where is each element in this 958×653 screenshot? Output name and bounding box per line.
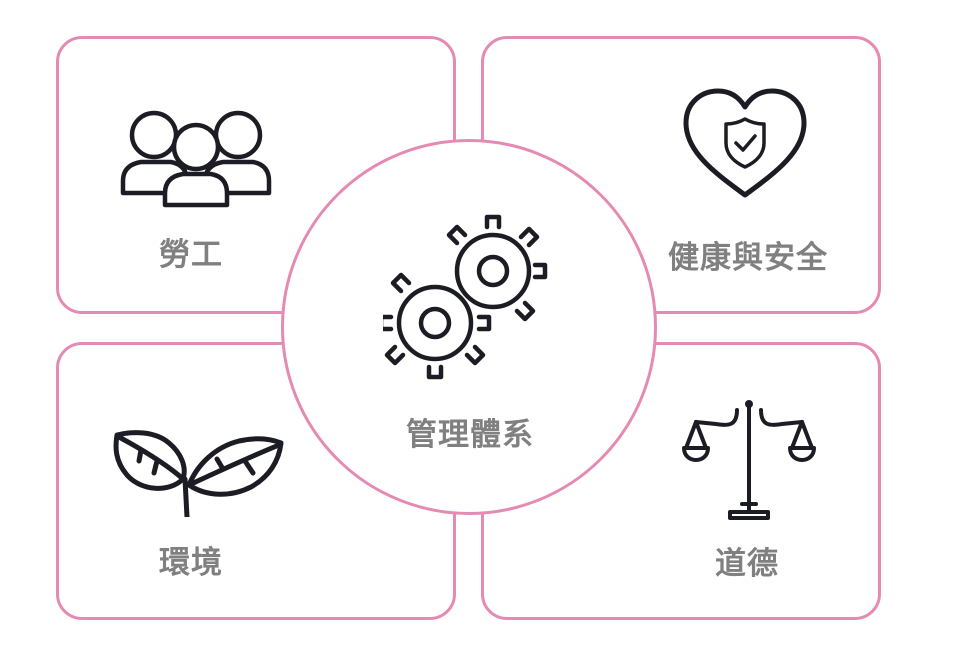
center-management-system: 管理體系 [281, 139, 657, 515]
heart-shield-icon [683, 88, 807, 198]
health-safety-label: 健康與安全 [668, 240, 828, 276]
leaves-sprout-icon [113, 430, 284, 517]
center-label: 管理體系 [406, 417, 534, 453]
ethics-label: 道德 [715, 546, 779, 582]
gears-icon [383, 214, 548, 380]
balance-scale-icon [682, 400, 816, 520]
people-group-icon [120, 110, 272, 208]
labor-label: 勞工 [159, 237, 223, 273]
environment-label: 環境 [159, 545, 223, 581]
